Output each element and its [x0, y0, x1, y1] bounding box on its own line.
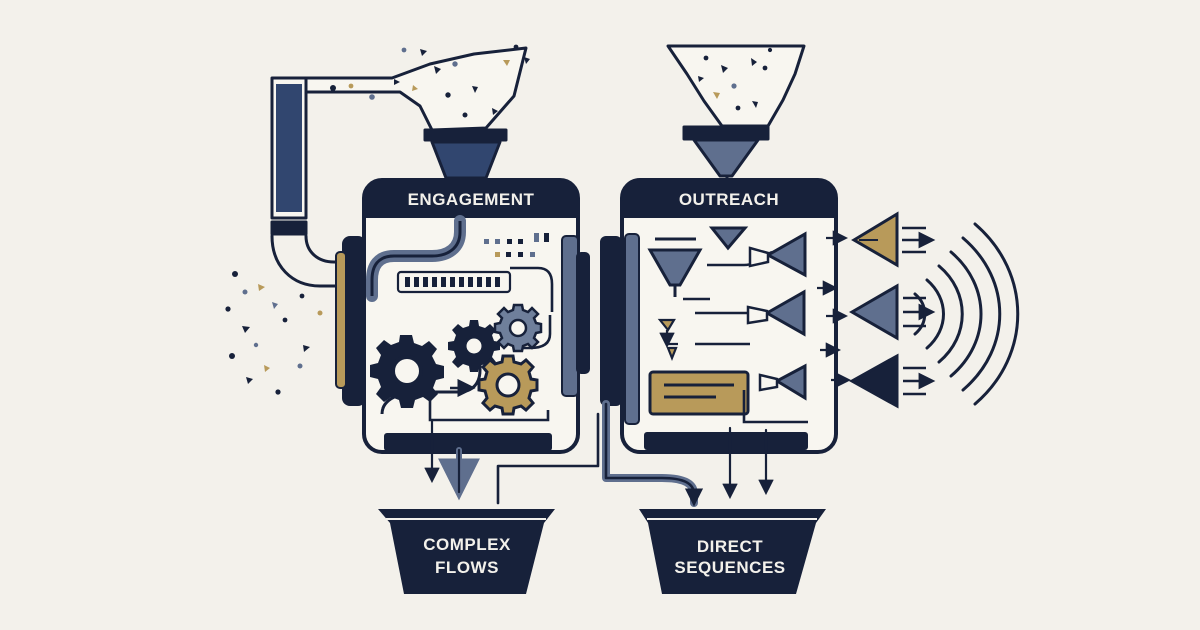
- wave-icon: [913, 222, 1020, 406]
- direct-sequences-bin: DIRECT SEQUENCES: [639, 509, 826, 594]
- direct-sequences-line-1: DIRECT: [697, 537, 763, 556]
- engagement-title: ENGAGEMENT: [408, 190, 535, 209]
- left-scatter-particles: [225, 271, 323, 395]
- gear-icon: [477, 354, 539, 416]
- gear-icon: [448, 320, 500, 372]
- outreach-machine: OUTREACH: [600, 178, 852, 454]
- megaphone-icon: [748, 231, 807, 278]
- megaphone-icon: [849, 283, 899, 341]
- megaphone-icon: [746, 289, 806, 337]
- megaphone-icon: [758, 363, 807, 401]
- engagement-particles: [330, 44, 530, 118]
- gear-icon: [370, 335, 444, 408]
- megaphone-icon: [851, 211, 899, 268]
- direct-sequences-line-2: SEQUENCES: [674, 558, 785, 577]
- outreach-particles: [698, 47, 773, 111]
- engagement-control-strip: [396, 270, 512, 294]
- flow-connectors: [424, 400, 774, 507]
- engagement-machine: ENGAGEMENT: [335, 178, 590, 454]
- complex-flows-line-2: FLOWS: [435, 558, 499, 577]
- outreach-title: OUTREACH: [679, 190, 779, 209]
- signal-output: [848, 211, 936, 409]
- complex-flows-bin: COMPLEX FLOWS: [378, 509, 555, 594]
- complex-flows-line-1: COMPLEX: [423, 535, 511, 554]
- megaphone-icon: [848, 353, 899, 409]
- gear-icon: [493, 303, 543, 353]
